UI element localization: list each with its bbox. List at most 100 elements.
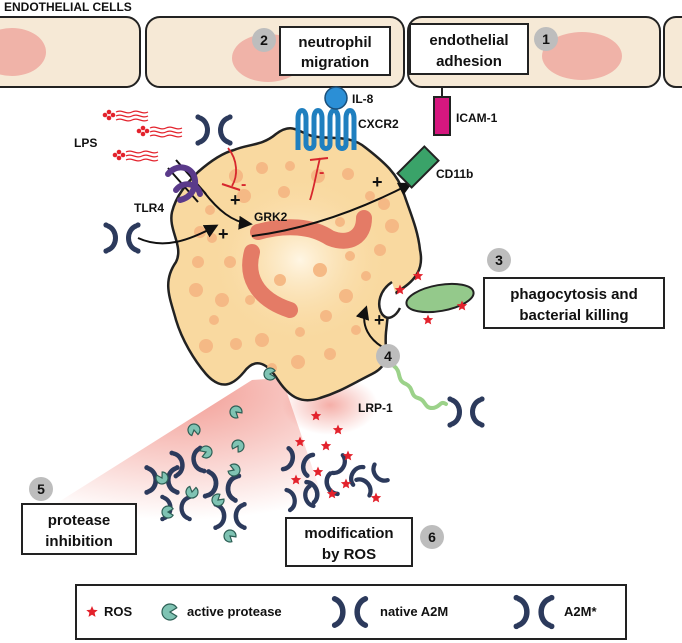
lps-1-chain xyxy=(115,118,149,122)
endothelial-cell-4 xyxy=(663,16,682,88)
a2m-protease-complex-3-bait xyxy=(206,469,212,475)
a2m-protease-complex-1-bait xyxy=(174,465,180,471)
lps-3-chain xyxy=(125,150,159,154)
a2m-protease-complex-3-bait xyxy=(232,497,238,503)
legend-modified-a2m-icon-bait xyxy=(548,623,555,630)
step-5-line1: protease xyxy=(48,512,111,529)
ros-star-5 xyxy=(310,410,322,421)
lps-3-head xyxy=(120,152,126,158)
a2m-ros-modified-4 xyxy=(354,462,390,498)
tlr4-receptor xyxy=(165,159,207,203)
ros-star-12 xyxy=(370,492,382,503)
legend-ros-label: ROS xyxy=(104,604,133,619)
protease-9 xyxy=(211,493,225,507)
ros-star-2 xyxy=(412,270,424,281)
legend-modified-a2m-icon-right xyxy=(538,596,553,628)
a2m-to-cell-arrow xyxy=(137,224,219,245)
protease-3 xyxy=(187,423,201,437)
granule xyxy=(324,348,336,360)
step-2-line1: neutrophil xyxy=(298,34,371,51)
a2m-protease-complex-1-bait xyxy=(174,489,180,495)
a2m-ros-modified-4-left xyxy=(354,477,373,498)
granule xyxy=(256,162,268,174)
lps-3-chain xyxy=(125,154,159,158)
a2m-ros-modified-5 xyxy=(284,483,316,513)
step-1-line1: endothelial xyxy=(429,32,508,49)
step-6-line2: by ROS xyxy=(322,546,376,563)
protease-8 xyxy=(185,485,199,499)
plus-cd11b: + xyxy=(372,172,383,192)
a2m-modified-left xyxy=(103,222,141,254)
step-2-number: 2 xyxy=(260,32,268,48)
granule xyxy=(237,189,251,203)
legend-native-a2m-icon xyxy=(331,596,369,628)
ros-star-1 xyxy=(394,284,406,295)
legend-ros-icon xyxy=(86,606,98,617)
step-6-number: 6 xyxy=(428,529,436,545)
granule xyxy=(351,325,361,335)
legend-modified-a2m-icon-bait xyxy=(513,623,520,630)
bacterium xyxy=(405,282,475,314)
lps-3-head xyxy=(116,149,122,155)
a2m-modified-left-left xyxy=(105,223,118,253)
tlr4-inhibit-bar xyxy=(221,183,241,191)
a2m-modified-lrp1-bait xyxy=(479,422,485,428)
a2m-modified-left-bait xyxy=(135,248,141,254)
granule xyxy=(342,168,354,180)
endothelial-nucleus-3 xyxy=(542,32,622,80)
lps-1-chain xyxy=(115,114,149,118)
lps-1 xyxy=(102,109,149,122)
legend-native-a2m-icon-left xyxy=(331,596,346,628)
protease-4 xyxy=(231,439,245,453)
a2m-protease-complex-2-right xyxy=(191,446,205,473)
step-5-number: 5 xyxy=(37,481,45,497)
granule xyxy=(335,217,345,227)
lps-2-head xyxy=(140,125,146,131)
ros-star-6 xyxy=(332,424,344,435)
granule xyxy=(291,355,305,369)
protease-11-shape xyxy=(223,529,237,543)
step-4-badge xyxy=(376,344,400,368)
lps-1-head xyxy=(110,112,116,118)
granule xyxy=(313,263,327,277)
granule xyxy=(378,198,390,210)
legend-native-a2m-icon-right xyxy=(354,596,369,628)
step-4: 4 xyxy=(376,344,400,368)
lps-3-head xyxy=(116,155,122,161)
a2m-protease-complex-3-right xyxy=(225,474,240,502)
icam1-label: ICAM-1 xyxy=(456,111,498,125)
lps-2-chain xyxy=(149,130,183,134)
a2m-modified-lrp1-bait xyxy=(479,396,485,402)
lps-3-head xyxy=(112,152,118,158)
protease-2 xyxy=(229,405,243,419)
a2m-protease-complex-4-right xyxy=(179,495,191,521)
a2m-protease-complex-3 xyxy=(202,469,242,503)
phagocytic-cup xyxy=(378,280,402,319)
a2m-ros-modified-1-left xyxy=(280,446,296,472)
a2m-ros-modified-5-right xyxy=(303,483,316,509)
granule xyxy=(295,327,305,337)
lps-1-chain xyxy=(115,110,149,114)
step-1-number: 1 xyxy=(542,31,550,47)
legend-modified-a2m-icon-left xyxy=(515,596,530,628)
step-1-badge xyxy=(534,27,558,51)
granule xyxy=(274,274,286,286)
lps-1-head xyxy=(106,109,112,115)
step-1-box xyxy=(409,23,529,75)
ros-star-9 xyxy=(342,450,354,461)
protease-5-shape xyxy=(199,445,213,459)
ros-star-13 xyxy=(340,478,352,489)
step-6: modification by ROS 6 xyxy=(285,517,444,567)
plus-phagocytosis: + xyxy=(374,310,385,330)
phagocytosis-arrow xyxy=(355,305,385,349)
a2m-modified-top-bait xyxy=(227,140,233,146)
a2m-protease-complex-3-left xyxy=(204,470,219,498)
plus-tlr4: + xyxy=(230,190,241,210)
cd11b-molecule xyxy=(396,145,440,189)
legend-modified-a2m-icon xyxy=(513,594,555,630)
lrp1-label: LRP-1 xyxy=(358,401,393,415)
legend-modified-label: A2M* xyxy=(564,604,597,619)
legend-modified-a2m-icon-bait xyxy=(513,594,520,601)
a2m-modified-left-bait xyxy=(135,222,141,228)
a2m-inhibit-tlr4-line xyxy=(227,147,237,187)
